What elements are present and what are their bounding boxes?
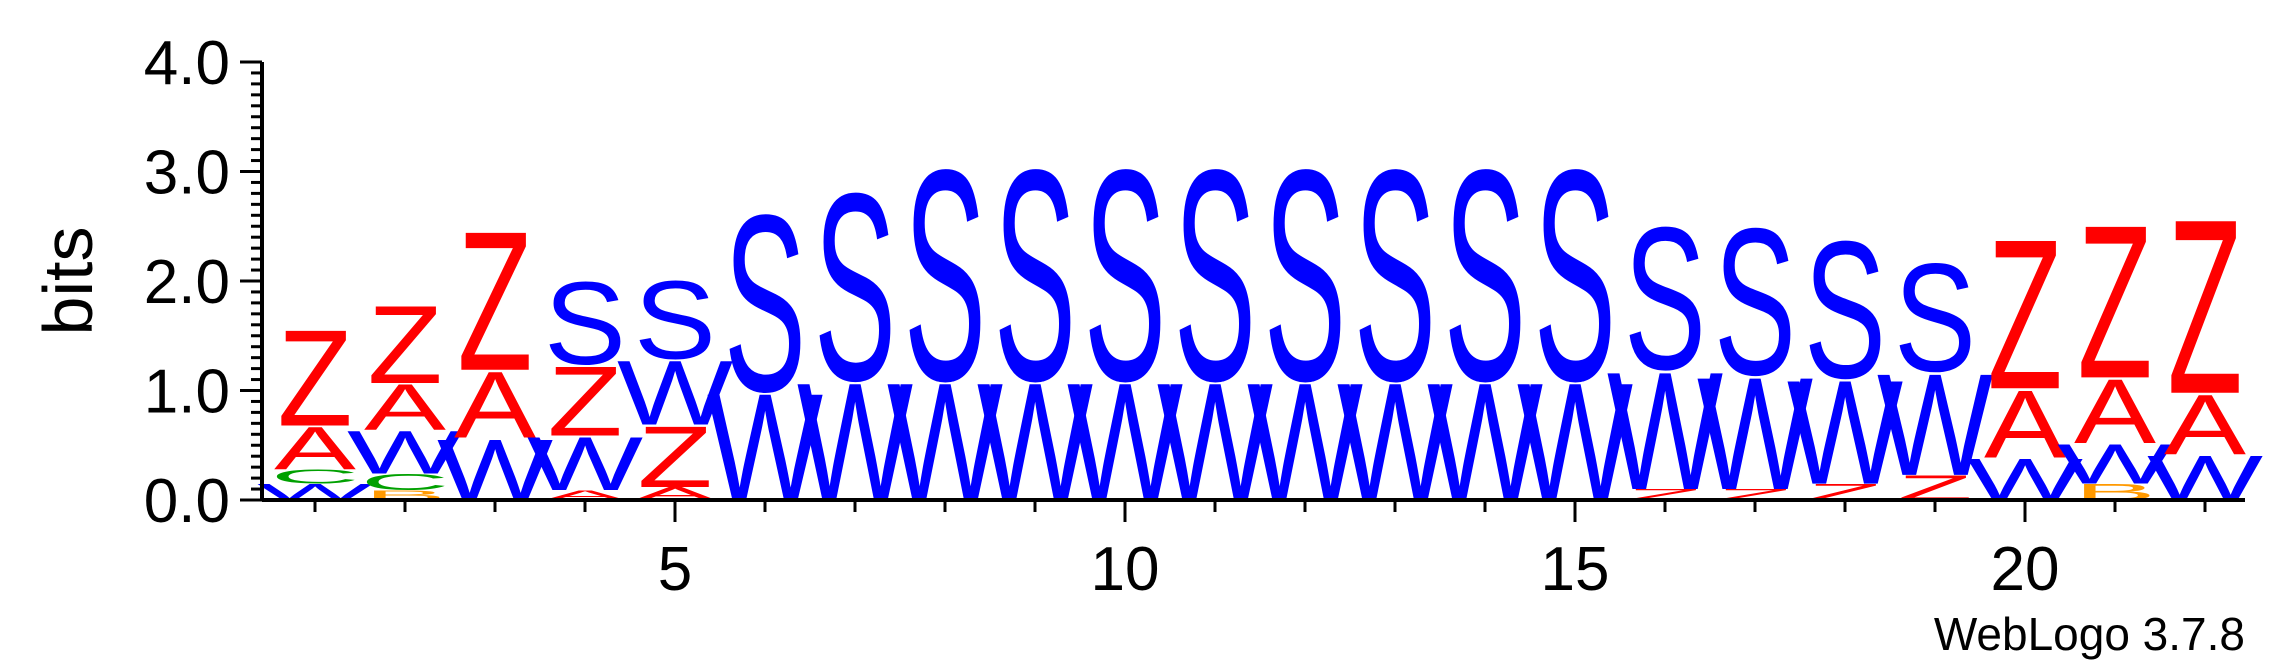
logo-letter-c: C (361, 469, 450, 495)
x-ticks: 5 10 15 20 (313, 500, 2207, 604)
logo-letter-a: A (274, 414, 356, 483)
x-tick-label: 5 (658, 535, 692, 604)
logo-letter-w: W (1607, 338, 1723, 525)
logo-letter-s: S (1174, 107, 1256, 444)
logo-letter-a: A (2074, 360, 2157, 462)
logo-letter-w: W (617, 342, 733, 444)
logo-letter-s: S (1894, 231, 1976, 404)
logo-letter-s: S (1714, 186, 1796, 419)
weblogo-footer: WebLogo 3.7.8 (1934, 608, 2245, 660)
y-tick-label: 4.0 (144, 29, 230, 98)
logo-letter-s: S (1804, 200, 1886, 419)
logo-letter-s: S (1624, 185, 1706, 413)
y-tick-label: 2.0 (144, 248, 230, 317)
logo-letter-w: W (1787, 350, 1903, 516)
logo-letter-a: A (454, 353, 536, 458)
logo-letter-w: W (527, 421, 643, 507)
logo-letter-w: W (1877, 343, 1993, 506)
logo-letter-z: Z (637, 408, 712, 505)
logo-letter-s: S (904, 107, 986, 444)
logo-letter-a: A (1984, 371, 2066, 478)
logo-letter-a: A (364, 371, 446, 444)
logo-letter-z: Z (2077, 179, 2152, 424)
y-axis-label: bits (29, 227, 107, 336)
x-tick-label: 15 (1541, 535, 1610, 604)
logo-letter-z: Z (2167, 167, 2242, 446)
logo-letter-s: S (544, 258, 626, 390)
logo-letter-w: W (347, 418, 463, 487)
logo-letter-z: Z (547, 346, 622, 457)
x-tick-label: 10 (1091, 535, 1160, 604)
logo-letter-z: Z (277, 301, 352, 455)
logo-glyphs: WCAZBCWAZWAZAWZSAZWSWSWSWSWSWSWSWSWSWSWS… (257, 107, 2264, 536)
y-ticks: 0.0 1.0 2.0 3.0 4.0 (144, 29, 262, 536)
y-tick-label: 1.0 (144, 358, 230, 427)
logo-letter-w: W (1697, 345, 1813, 524)
logo-letter-s: S (814, 138, 896, 437)
logo-letter-s: S (994, 107, 1076, 444)
y-tick-label: 0.0 (144, 467, 230, 536)
logo-letter-a: A (2164, 377, 2246, 472)
logo-letter-s: S (1534, 107, 1616, 444)
logo-letter-s: S (1354, 107, 1436, 444)
logo-letter-s: S (634, 258, 716, 383)
logo-letter-z: Z (367, 282, 442, 407)
logo-letter-c: C (271, 466, 360, 488)
logo-letter-z: Z (1987, 195, 2062, 434)
logo-letter-s: S (1084, 107, 1166, 444)
axes: 0.0 1.0 2.0 3.0 4.0 5 10 15 20 (144, 29, 2245, 604)
x-tick-label: 20 (1991, 535, 2060, 604)
y-tick-label: 3.0 (144, 139, 230, 208)
logo-letter-s: S (1444, 107, 1526, 444)
logo-letter-z: Z (457, 190, 532, 413)
logo-letter-s: S (1264, 107, 1346, 444)
logo-letter-s: S (724, 163, 806, 445)
logo-letter-w: W (2057, 433, 2173, 496)
